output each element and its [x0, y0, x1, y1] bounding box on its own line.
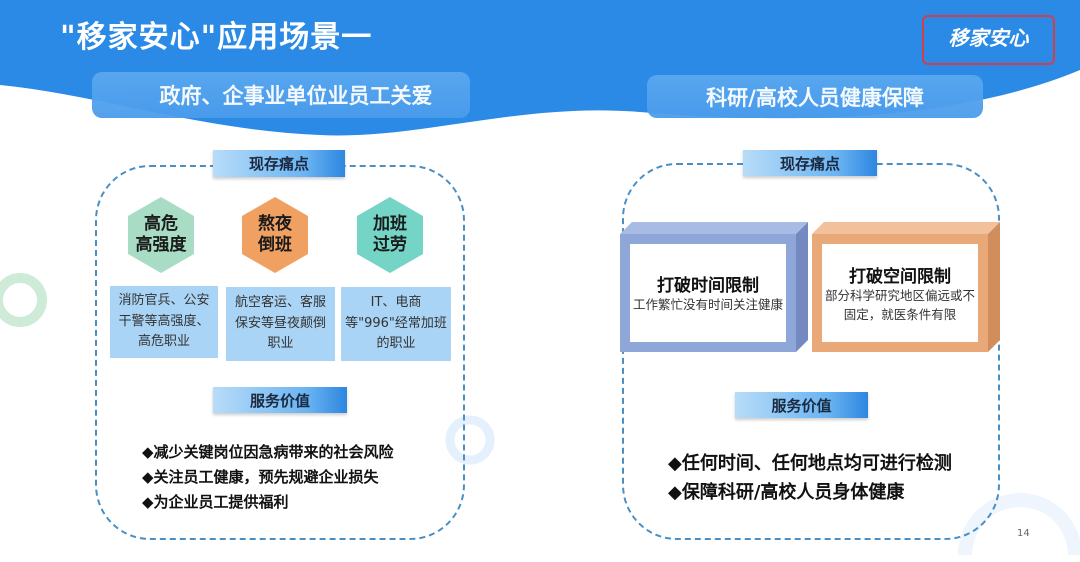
decor-circle [445, 415, 495, 465]
brand-logo: 移家安心 [922, 15, 1055, 65]
left-value-list: ◆减少关键岗位因急病带来的社会风险 ◆关注员工健康，预先规避企业损失 ◆为企业员… [142, 440, 394, 515]
right-value-list: ◆任何时间、任何地点均可进行检测 ◆保障科研/高校人员身体健康 [668, 449, 952, 507]
right-section-header: 科研/高校人员健康保障 [647, 75, 983, 118]
value-item: ◆减少关键岗位因急病带来的社会风险 [142, 443, 394, 461]
left-pain-label: 现存痛点 [213, 150, 345, 177]
left-section-header: 政府、企事业单位业员工关爱 [92, 72, 470, 118]
pain-card-desc: 部分科学研究地区偏远或不固定，就医条件有限 [824, 287, 975, 322]
right-value-label: 服务价值 [735, 392, 868, 418]
value-item: ◆关注员工健康，预先规避企业损失 [142, 468, 379, 486]
page-title: "移家安心"应用场景一 [60, 20, 373, 55]
left-value-label: 服务价值 [213, 387, 347, 413]
pain-card-desc: 工作繁忙没有时间关注健康 [632, 297, 783, 313]
decor-circle [0, 273, 47, 327]
pain-description: 航空客运、客服保安等昼夜颠倒职业 [226, 287, 335, 361]
pain-card-title: 打破空间限制 [849, 266, 951, 287]
right-pain-label: 现存痛点 [743, 150, 877, 176]
pain-description: 消防官兵、公安干警等高强度、高危职业 [110, 286, 218, 358]
value-item: ◆保障科研/高校人员身体健康 [668, 482, 905, 503]
value-item: ◆任何时间、任何地点均可进行检测 [668, 453, 952, 474]
value-item: ◆为企业员工提供福利 [142, 493, 289, 511]
pain-card-title: 打破时间限制 [657, 276, 759, 297]
pain-description: IT、电商等"996"经常加班的职业 [341, 287, 451, 361]
page-number: 14 [1017, 528, 1030, 539]
